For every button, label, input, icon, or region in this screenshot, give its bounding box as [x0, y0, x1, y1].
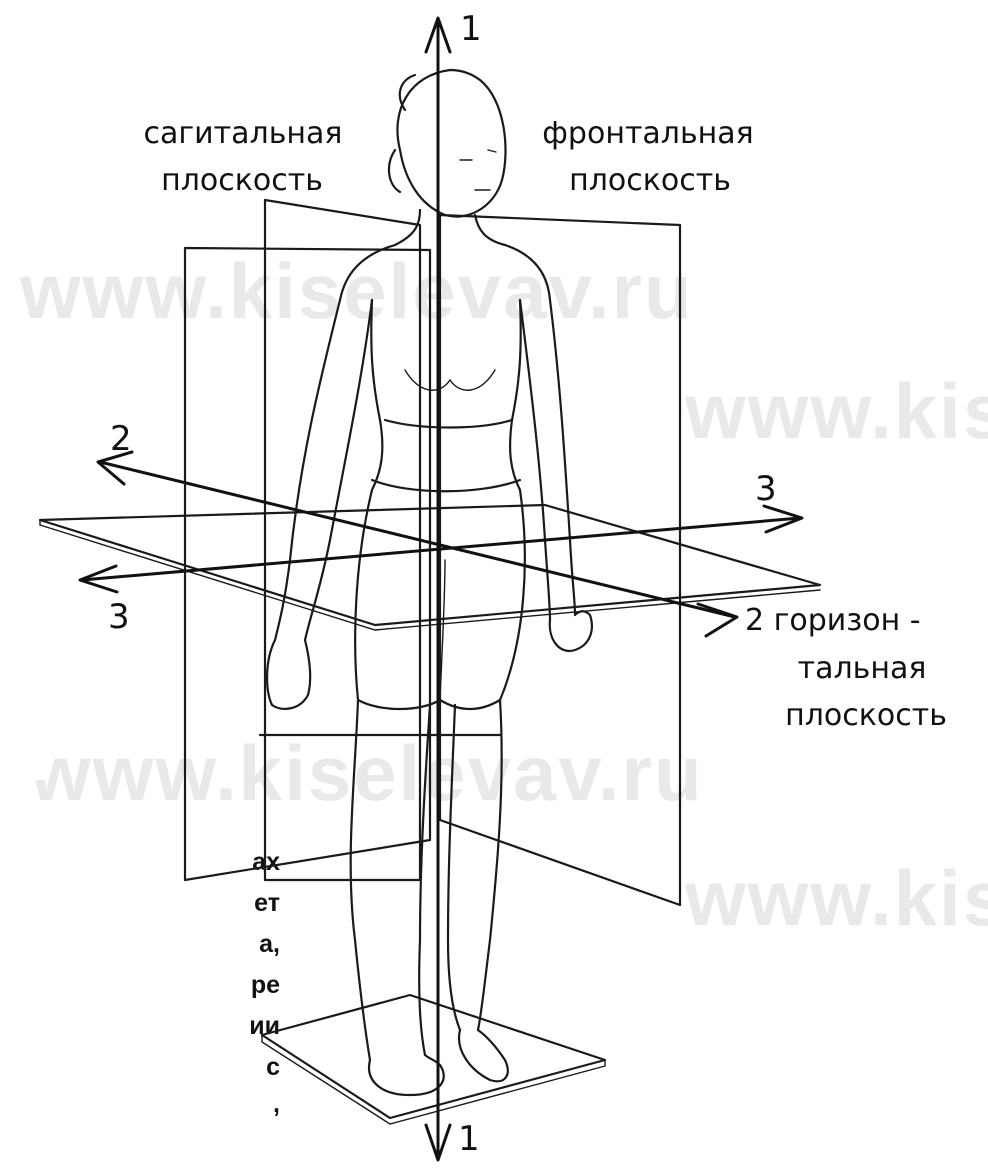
text-fragment: с	[266, 1053, 280, 1081]
watermark: www.kiselevav.ru	[29, 729, 704, 817]
cropped-text-fragments: ах ет а, ре ии с ,	[249, 848, 280, 1118]
head	[397, 70, 505, 217]
axis-3-left-label: 3	[108, 597, 130, 637]
hip-line	[372, 480, 520, 491]
hair	[389, 75, 415, 192]
horizontal-label-line3: плоскость	[785, 698, 947, 733]
left-foot	[369, 1055, 444, 1095]
axis-2	[98, 452, 737, 636]
axis-3-right-label: 3	[755, 469, 777, 509]
horizontal-label-line1: 2 горизон -	[745, 603, 921, 638]
crop-patch	[0, 758, 45, 780]
chest	[405, 370, 495, 390]
face-features	[460, 150, 496, 190]
text-fragment: ,	[273, 1090, 280, 1118]
right-foot	[459, 1030, 508, 1081]
base-platform-thickness	[262, 1035, 605, 1124]
frontal-label-line1: фронтальная	[542, 116, 753, 151]
watermark: www.kiselevav.ru	[19, 247, 694, 335]
text-fragment: ах	[252, 848, 280, 876]
right-hand	[550, 611, 592, 651]
left-hand	[267, 640, 310, 709]
axis-1-top-label: 1	[460, 9, 482, 49]
axis-2-line	[100, 462, 735, 617]
base-platform	[262, 995, 605, 1118]
axis-2-left-label: 2	[110, 419, 132, 459]
sagittal-label-line2: плоскость	[161, 163, 323, 198]
text-fragment: ре	[251, 971, 280, 999]
waistline	[385, 420, 512, 428]
sagittal-label-line1: сагитальная	[144, 116, 343, 151]
watermark: www.kis	[684, 367, 988, 455]
axis-1-bottom-label: 1	[458, 1119, 480, 1159]
text-fragment: а,	[259, 930, 280, 958]
horizontal-label-line2: тальная	[798, 651, 927, 686]
watermark: www.kis	[684, 854, 988, 942]
text-fragment: ет	[254, 889, 280, 917]
frontal-label-line2: плоскость	[569, 163, 731, 198]
